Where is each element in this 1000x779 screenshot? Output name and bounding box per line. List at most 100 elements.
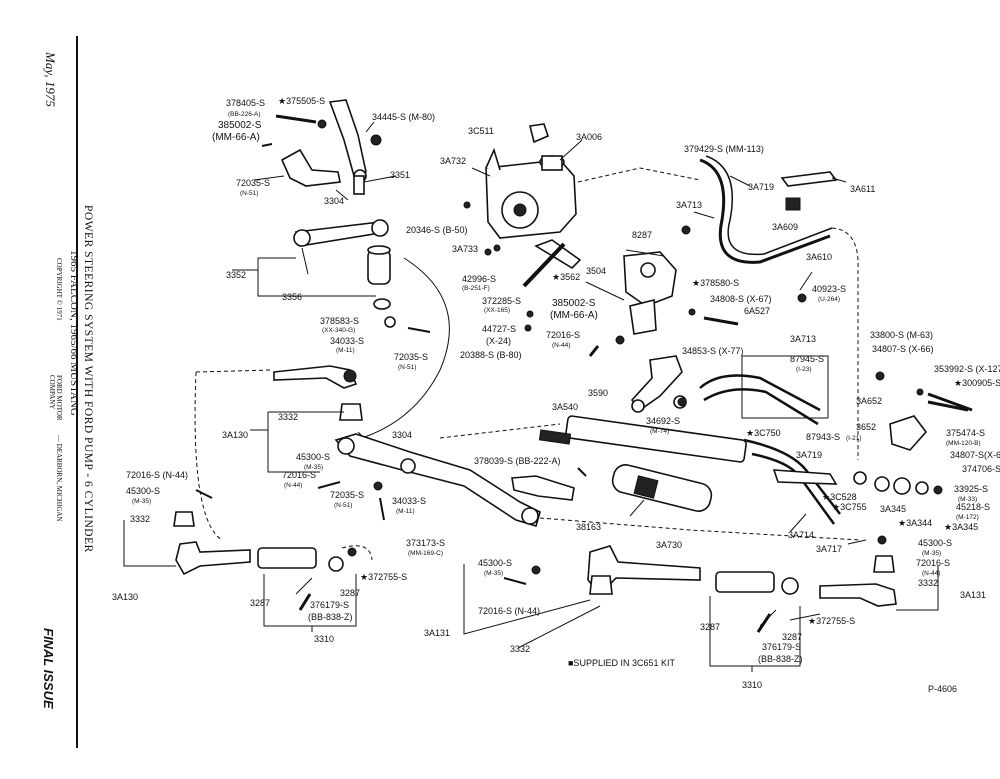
idler-arm — [293, 219, 389, 247]
part-label-m74: (M-74) — [650, 428, 669, 435]
part-label-n51a: (N-51) — [240, 190, 258, 197]
part-label-378039: 378039-S (BB-222-A) — [474, 456, 561, 466]
part-label-3562: ★3562 — [552, 272, 580, 282]
part-label-3c750: ★3C750 — [746, 428, 781, 438]
fasteners — [195, 114, 973, 633]
part-label-3a345b: ★3A345 — [944, 522, 978, 532]
part-label-3590: 3590 — [588, 388, 608, 398]
part-label-3287c: 3287 — [700, 622, 720, 632]
part-label-3332b: 3332 — [130, 514, 150, 524]
part-label-3287a: 3287 — [250, 598, 270, 608]
part-label-3a714: 3A714 — [788, 530, 814, 540]
part-label-3a344: ★3A344 — [898, 518, 932, 528]
part-label-34033b: 34033-S — [392, 496, 426, 506]
part-label-m11a: (M-11) — [336, 347, 355, 354]
part-label-m35c: (M-35) — [922, 550, 941, 557]
left-rod-dash — [194, 371, 223, 541]
part-label-bb838a: (BB-838-Z) — [308, 612, 353, 622]
part-label-376179a: 376179-S — [310, 600, 349, 610]
part-label-372755a: ★372755-S — [360, 572, 407, 582]
part-label-3310b: 3310 — [742, 680, 762, 690]
part-label-379429: 379429-S (MM-113) — [684, 144, 764, 154]
idler-bushing — [367, 245, 396, 328]
part-label-373173: 373173-S — [406, 538, 445, 548]
part-label-supplied: ■SUPPLIED IN 3C651 KIT — [568, 658, 675, 668]
part-label-3287d: 3287 — [782, 632, 802, 642]
part-label-i21: (I-21) — [846, 435, 862, 442]
idler-bracket — [280, 148, 341, 187]
part-label-3a719a: 3A719 — [748, 182, 774, 192]
part-label-87945: 87945-S — [790, 354, 824, 364]
part-label-34692: 34692-S — [646, 416, 680, 426]
part-label-3a345a: 3A345 — [880, 504, 906, 514]
drag-link-end — [273, 365, 363, 421]
part-label-87943: 87943-S — [806, 432, 840, 442]
part-label-372285: 372285-S — [482, 296, 521, 306]
part-label-m33: (M-33) — [958, 496, 977, 503]
part-label-3a609: 3A609 — [772, 222, 798, 232]
part-label-n44a: (N-44) — [552, 342, 570, 349]
part-label-72016a: 72016-S — [546, 330, 580, 340]
pressure-hose — [699, 155, 833, 264]
part-label-3a131b: 3A131 — [960, 590, 986, 600]
part-label-bb226: (BB-226-A) — [228, 111, 261, 118]
part-label-3332a: 3332 — [278, 412, 298, 422]
part-label-3356: 3356 — [282, 292, 302, 302]
part-label-3332d: 3332 — [510, 644, 530, 654]
part-label-372755b: ★372755-S — [808, 616, 855, 626]
part-callouts: 378405-S(BB-226-A)★375505-S385002-S(MM-6… — [112, 96, 1000, 694]
part-label-m35d: (M-35) — [484, 570, 503, 577]
part-label-375505: ★375505-S — [278, 96, 325, 106]
part-label-3a540: 3A540 — [552, 402, 578, 412]
pump-hose-dash — [577, 167, 701, 183]
part-label-3a130b: 3A130 — [112, 592, 138, 602]
left-adjusting-sleeve — [257, 547, 344, 595]
part-label-n51b: (N-51) — [398, 364, 416, 371]
part-label-p4606: P-4606 — [928, 684, 957, 694]
part-label-72016d: 72016-S — [916, 558, 950, 568]
part-label-45300d: 45300-S — [478, 558, 512, 568]
part-label-3a006: 3A006 — [576, 132, 602, 142]
right-outer-tie-rod-end — [819, 555, 897, 607]
part-label-34807b: 34807-S(X-66) — [950, 450, 1000, 460]
part-label-374706: 374706-S — [962, 464, 1000, 474]
part-label-x24: (X-24) — [486, 336, 511, 346]
power-cylinder — [538, 415, 838, 485]
part-label-33800: 33800-S (M-63) — [870, 330, 933, 340]
part-label-34808: 34808-S (X-67) — [710, 294, 772, 304]
part-label-34853: 34853-S (X-77) — [682, 346, 744, 356]
part-label-3a717: 3A717 — [816, 544, 842, 554]
part-label-3310a: 3310 — [314, 634, 334, 644]
part-label-3304b: 3304 — [392, 430, 412, 440]
hose-bracket — [780, 171, 838, 211]
drag-link-dash — [195, 369, 273, 373]
part-label-376179b: 376179-S — [762, 642, 801, 652]
part-label-6a527: 6A527 — [744, 306, 770, 316]
part-label-i23: (I-23) — [796, 366, 812, 373]
part-label-b251: (B-251-F) — [462, 285, 490, 292]
pump-bracket — [534, 239, 582, 270]
cylinder-anchor — [889, 400, 969, 451]
arm-leader-curve — [361, 257, 450, 439]
cylinder-bracket — [511, 475, 575, 501]
part-label-3352: 3352 — [226, 270, 246, 280]
center-link-dash — [539, 517, 861, 541]
part-label-300905: ★300905-S — [954, 378, 1000, 388]
valve-hoses — [699, 374, 841, 525]
right-adjusting-sleeve — [715, 571, 799, 627]
part-label-42996: 42996-S — [462, 274, 496, 284]
cylinder-dash — [439, 423, 561, 439]
part-label-3a131a: 3A131 — [424, 628, 450, 638]
part-label-34033a: 34033-S — [330, 336, 364, 346]
part-label-72035a: 72035-S — [236, 178, 270, 188]
part-label-3a713a: 3A713 — [676, 200, 702, 210]
part-label-3a652: 3A652 — [856, 396, 882, 406]
part-label-xx165: (XX-165) — [484, 307, 510, 314]
part-label-3a611: 3A611 — [850, 184, 875, 194]
part-label-34807a: 34807-S (X-66) — [872, 344, 934, 354]
part-label-3c755: ★3C755 — [832, 502, 867, 512]
control-valve — [623, 251, 677, 335]
part-label-3504: 3504 — [586, 266, 606, 276]
part-label-3a713b: 3A713 — [790, 334, 816, 344]
